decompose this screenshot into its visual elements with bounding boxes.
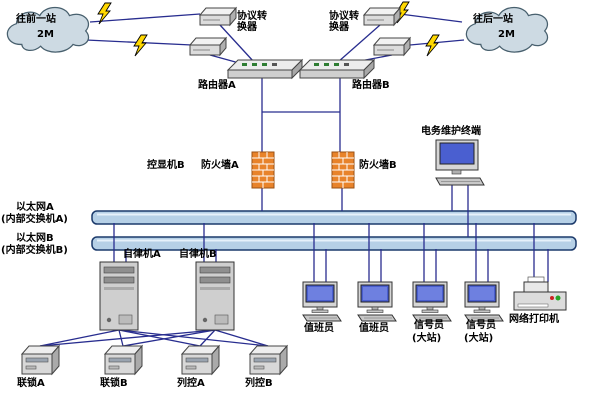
autonomy-b-label: 自律机B xyxy=(179,249,217,260)
duty-officer-1-label: 值班员 xyxy=(304,323,334,334)
protocol-converter-right-2-icon xyxy=(373,37,411,56)
conv-left-label-1: 协议转 xyxy=(237,11,267,22)
ethernet-a-label-2: (内部交换机A) xyxy=(1,214,68,225)
train-ctrl-a-label: 列控A xyxy=(177,378,205,389)
display-ctrl-b-label: 控显机B xyxy=(147,160,185,171)
protocol-converter-right-1-icon xyxy=(363,7,401,26)
firewall-b-icon xyxy=(331,151,355,189)
signal-officer-1-label-2: (大站) xyxy=(412,333,442,344)
signal-officer-2-label-2: (大站) xyxy=(464,333,494,344)
cloud-left-label: 往前一站 xyxy=(16,14,56,25)
network-printer-icon xyxy=(513,276,567,311)
conv-right-label-1: 协议转 xyxy=(329,11,359,22)
interlock-a-icon xyxy=(21,345,60,375)
signal-officer-2-pc-icon xyxy=(464,281,504,322)
autonomy-machine-b-icon xyxy=(195,261,235,331)
cloud-right-speed: 2M xyxy=(498,29,515,40)
ethernet-bus-b xyxy=(91,236,577,251)
router-b-label: 路由器B xyxy=(352,80,390,91)
autonomy-machine-a-icon xyxy=(99,261,139,331)
firewall-b-label: 防火墙B xyxy=(359,160,397,171)
ethernet-a-label-1: 以太网A xyxy=(16,202,54,213)
lightning-icon xyxy=(133,34,148,57)
signal-officer-2-label-1: 信号员 xyxy=(466,320,496,331)
signal-officer-1-pc-icon xyxy=(412,281,452,322)
duty-officer-2-label: 值班员 xyxy=(359,323,389,334)
router-a-icon xyxy=(227,59,303,79)
interlock-a-label: 联锁A xyxy=(17,378,45,389)
cloud-right-label: 往后一站 xyxy=(473,14,513,25)
signal-officer-1-label-1: 信号员 xyxy=(414,320,444,331)
conv-right-label-2: 换器 xyxy=(329,22,349,33)
cloud-left-speed: 2M xyxy=(37,29,54,40)
train-ctrl-b-label: 列控B xyxy=(245,378,273,389)
duty-officer-1-pc-icon xyxy=(302,281,342,322)
connection-lines xyxy=(39,13,549,347)
duty-officer-2-pc-icon xyxy=(357,281,397,322)
protocol-converter-left-1-icon xyxy=(199,7,237,26)
firewall-a-icon xyxy=(251,151,275,189)
ethernet-b-label-1: 以太网B xyxy=(16,233,54,244)
conv-left-label-2: 换器 xyxy=(237,22,257,33)
ethernet-b-label-2: (内部交换机B) xyxy=(1,245,68,256)
firewall-a-label: 防火墙A xyxy=(201,160,239,171)
ethernet-bus-a-bar xyxy=(91,210,577,225)
train-ctrl-b-icon xyxy=(249,345,288,375)
train-ctrl-a-icon xyxy=(181,345,220,375)
network-printer-label: 网络打印机 xyxy=(509,314,559,325)
ethernet-bus-a xyxy=(91,210,577,225)
autonomy-a-label: 自律机A xyxy=(123,249,161,260)
maintenance-terminal-label: 电务维护终端 xyxy=(421,126,481,137)
interlock-b-label: 联锁B xyxy=(100,378,128,389)
maintenance-terminal-icon xyxy=(435,139,485,186)
router-a-label: 路由器A xyxy=(198,80,236,91)
interlock-b-icon xyxy=(104,345,143,375)
router-b-icon xyxy=(299,59,375,79)
ethernet-bus-b-bar xyxy=(91,236,577,251)
protocol-converter-left-2-icon xyxy=(189,37,227,56)
lightning-icon xyxy=(425,34,440,57)
